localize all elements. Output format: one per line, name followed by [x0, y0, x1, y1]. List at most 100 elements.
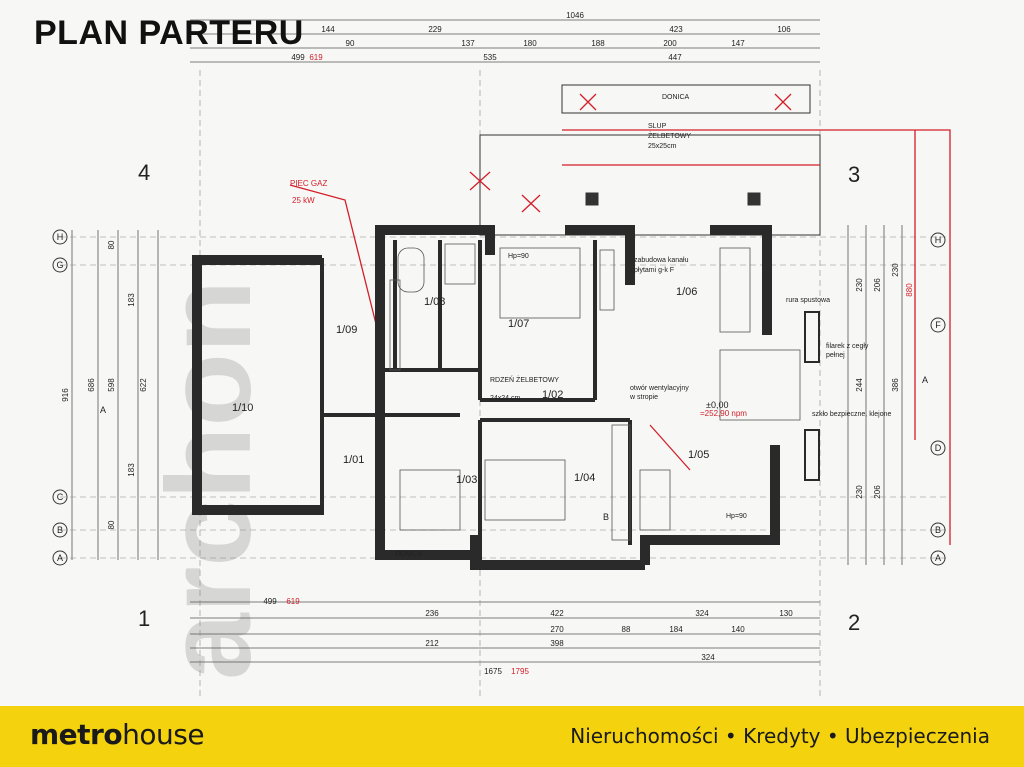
tagline-separator: • [724, 724, 737, 748]
room-label: 1/05 [688, 449, 709, 461]
dimension-value: 270 [550, 625, 564, 634]
dimension-value: 88 [622, 625, 631, 634]
dimension-value: 80 [107, 240, 116, 249]
dimension-value: 206 [873, 485, 882, 499]
tagline-item: Ubezpieczenia [845, 724, 990, 748]
level-label: ±0,00 [706, 400, 728, 410]
dimension-value: 423 [669, 25, 683, 34]
axis-label: D [935, 443, 942, 453]
slup-material: ŻELBETOWY [648, 131, 691, 140]
dimension-value: 619 [309, 53, 323, 62]
dimension-value: 1795 [511, 667, 529, 676]
room-label: 1/01 [343, 454, 364, 466]
dimension-value: 324 [695, 609, 709, 618]
height-label: Hp=90 [726, 513, 747, 520]
dimension-numbers: 1046 229 423 144 90 137 180 188 200 147 … [263, 11, 793, 676]
corner-label-4: 4 [138, 160, 150, 185]
watermark: archon [142, 280, 276, 680]
dimension-value: 1046 [566, 11, 584, 20]
dimension-value: 183 [127, 463, 136, 477]
section-marker: A [100, 405, 106, 415]
room-label: 1/04 [574, 472, 595, 484]
dimension-value: 598 [107, 378, 116, 392]
terrace [479, 84, 821, 236]
axis-label: G [56, 260, 63, 270]
pillar-label: filarek z cegły [826, 343, 869, 350]
dimension-value: 180 [523, 39, 537, 48]
exterior-walls [192, 225, 820, 570]
svg-text:archon: archon [142, 280, 276, 680]
vent-label: otwór wentylacyjny [630, 385, 689, 392]
dimension-value: 144 [321, 25, 335, 34]
brand-logo: metrohouse [30, 718, 205, 751]
axis-label: F [935, 320, 941, 330]
footer-banner: metrohouse Nieruchomości • Kredyty • Ube… [0, 706, 1024, 767]
axis-label: B [935, 525, 941, 535]
room-label: 1/02 [542, 389, 563, 401]
dimension-value: 137 [461, 39, 475, 48]
donica-label: DONICA [662, 94, 690, 101]
dimension-value: 386 [891, 378, 900, 392]
dimension-value: 447 [668, 53, 682, 62]
axis-label: H [935, 235, 942, 245]
dimension-value: 230 [855, 278, 864, 292]
dimension-lines-bottom [190, 601, 820, 663]
red-markup [289, 93, 951, 545]
corner-label-2: 2 [848, 610, 860, 635]
dimension-value: 206 [873, 278, 882, 292]
logo-part-light: house [122, 718, 205, 751]
dimension-value: 212 [425, 639, 439, 648]
dimension-value: 130 [779, 609, 793, 618]
dimension-value: 229 [428, 25, 442, 34]
glass-label: szkło bezpieczne, klejone [812, 411, 891, 418]
stove-power: 25 kW [292, 196, 315, 205]
dimension-value: 324 [701, 653, 715, 662]
channel-label: zabudowa kanału [634, 257, 689, 264]
section-marker: B [603, 512, 609, 522]
axis-bubbles [52, 229, 946, 566]
dimension-value: 398 [550, 639, 564, 648]
slup-size: 25x25cm [648, 143, 677, 150]
tagline-item: Kredyty [743, 724, 821, 748]
room-label: 1/08 [424, 296, 445, 308]
dimension-value: 230 [855, 485, 864, 499]
dimension-value: 686 [87, 378, 96, 392]
dimension-value: 236 [425, 609, 439, 618]
slup-label: SLUP [648, 123, 667, 130]
corner-label-3: 3 [848, 162, 860, 187]
dimension-lines-right [847, 225, 903, 565]
axis-label: A [57, 553, 63, 563]
dimension-value: 147 [731, 39, 745, 48]
vent-sublabel: w stropie [629, 394, 658, 401]
tagline-separator: • [826, 724, 839, 748]
tagline: Nieruchomości • Kredyty • Ubezpieczenia [570, 724, 990, 748]
axis-label: H [57, 232, 64, 242]
dimension-value: 80 [107, 520, 116, 529]
dimension-value: 140 [731, 625, 745, 634]
dimension-value: 619 [286, 597, 300, 606]
dimension-lines-top [190, 19, 820, 63]
furniture [389, 243, 801, 541]
dimension-value: 535 [483, 53, 497, 62]
dimension-value: 622 [139, 378, 148, 392]
dimension-lines-left [71, 230, 159, 560]
room-label: 1/09 [336, 324, 357, 336]
dimension-value: 499 [291, 53, 305, 62]
dimension-value: 499 [263, 597, 277, 606]
height-label: Hp=90 [508, 253, 529, 260]
room-label: 1/10 [232, 402, 253, 414]
drainpipe-label: rura spustowa [786, 297, 830, 304]
donica-label: DONICA [395, 551, 423, 558]
dimension-value: 200 [663, 39, 677, 48]
axis-label: A [935, 553, 941, 563]
dimension-value: 184 [669, 625, 683, 634]
stove-label: PIEC GAZ [290, 179, 327, 188]
dimension-numbers-vertical: 916 686 598 622 183 183 80 80 230 206 23… [61, 240, 914, 529]
dimension-value: 106 [777, 25, 791, 34]
axis-label: C [57, 492, 64, 502]
dimension-value: 880 [905, 283, 914, 297]
room-label: 1/06 [676, 286, 697, 298]
dimension-value: 183 [127, 293, 136, 307]
corner-label-1: 1 [138, 606, 150, 631]
floor-plan-drawing: archon [52, 11, 951, 700]
